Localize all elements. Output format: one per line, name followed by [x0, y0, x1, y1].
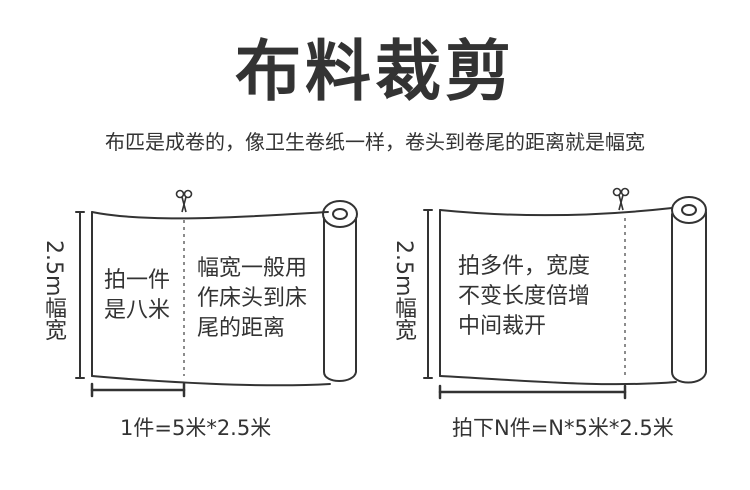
- left-cut-piece-text: 拍一件 是八米: [104, 266, 170, 326]
- right-length-bracket: [438, 384, 627, 400]
- page-subtitle: 布匹是成卷的，像卫生卷纸一样，卷头到卷尾的距离就是幅宽: [105, 130, 645, 154]
- right-desc-line: 不变长度倍增: [458, 284, 591, 309]
- right-desc-text: 拍多件，宽度 不变长度倍增 中间裁开: [458, 252, 590, 342]
- left-length-bracket: [90, 382, 186, 398]
- right-desc-line: 中间裁开: [458, 314, 547, 339]
- right-desc-line: 拍多件，宽度: [458, 254, 591, 279]
- left-width-desc-text: 幅宽一般用 作床头到床 尾的距离: [197, 254, 307, 344]
- scissors-icon: [612, 187, 630, 211]
- left-width-desc-line: 幅宽一般用: [197, 256, 308, 281]
- left-cut-piece-line: 是八米: [104, 298, 171, 323]
- right-width-label: 2.5m幅宽: [391, 240, 416, 341]
- left-caption: 1件=5米*2.5米: [120, 416, 272, 440]
- right-fabric-roll: [423, 196, 707, 386]
- left-cut-piece-line: 拍一件: [104, 268, 171, 293]
- left-width-label: 2.5m幅宽: [41, 240, 66, 341]
- left-width-desc-line: 作床头到床: [197, 286, 308, 311]
- page-title: 布料裁剪: [235, 33, 515, 110]
- left-width-desc-line: 尾的距离: [197, 316, 286, 341]
- scissors-icon: [175, 189, 193, 213]
- right-caption: 拍下N件=N*5米*2.5米: [452, 416, 674, 440]
- left-fabric-roll: [75, 200, 358, 387]
